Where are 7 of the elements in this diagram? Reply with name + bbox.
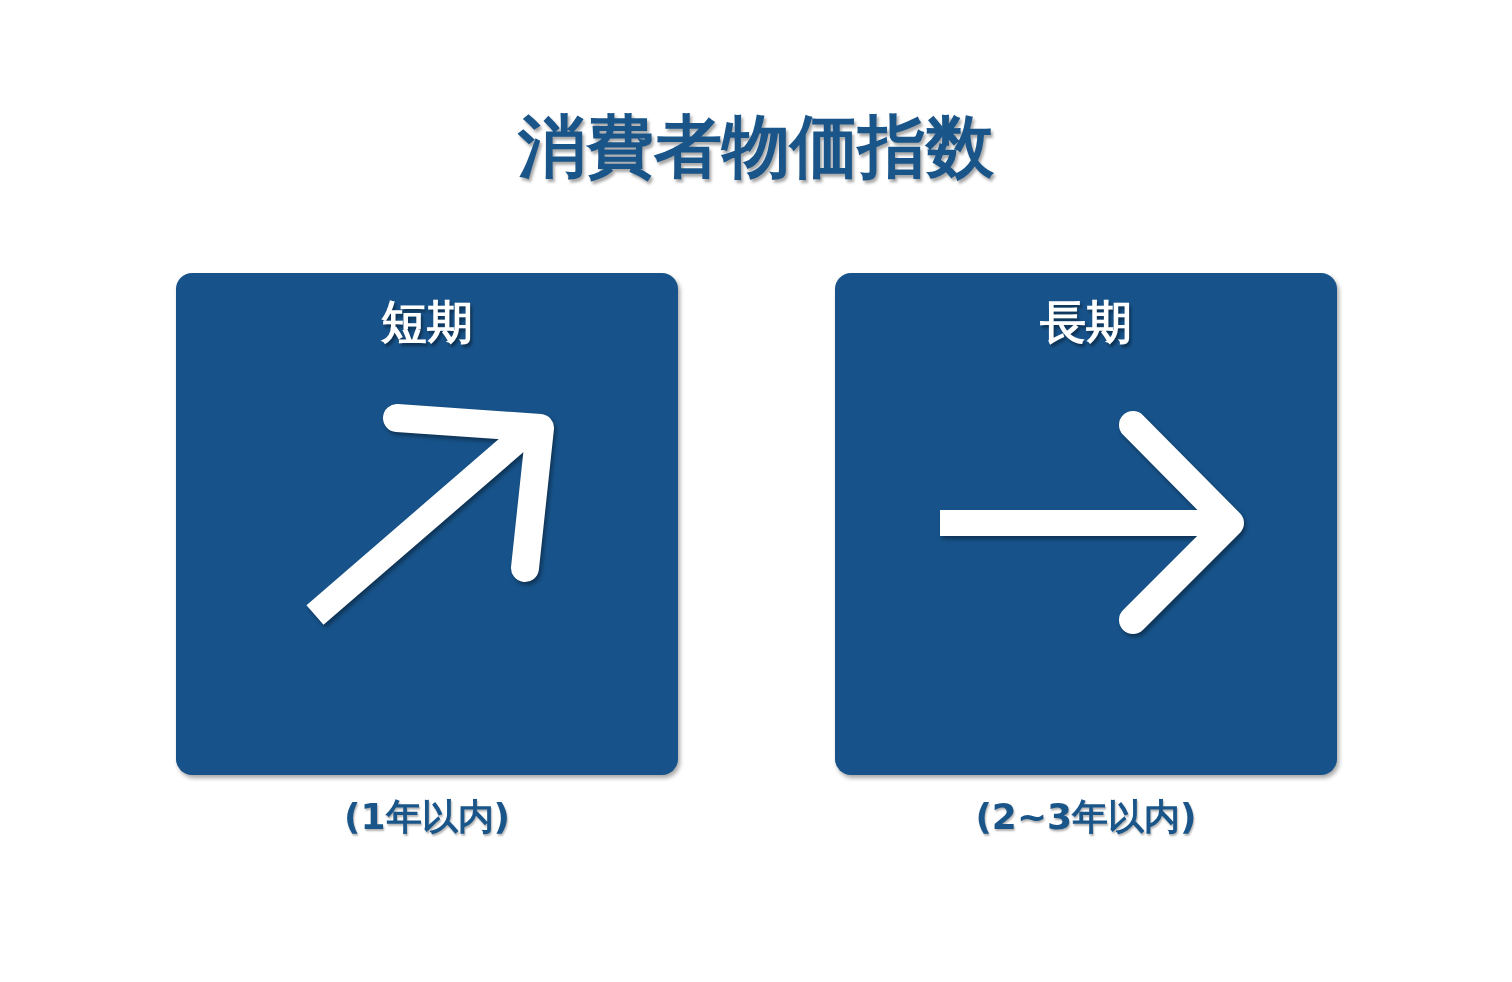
- square-card: [835, 273, 1337, 775]
- card-heading: 短期: [380, 295, 474, 351]
- card-heading: 長期: [1039, 295, 1133, 351]
- period-caption: (1年以内): [343, 795, 511, 839]
- square-card: [176, 273, 678, 775]
- diagram-title: 消費者物価指数: [516, 110, 995, 185]
- period-caption: (2~3年以内): [974, 795, 1198, 839]
